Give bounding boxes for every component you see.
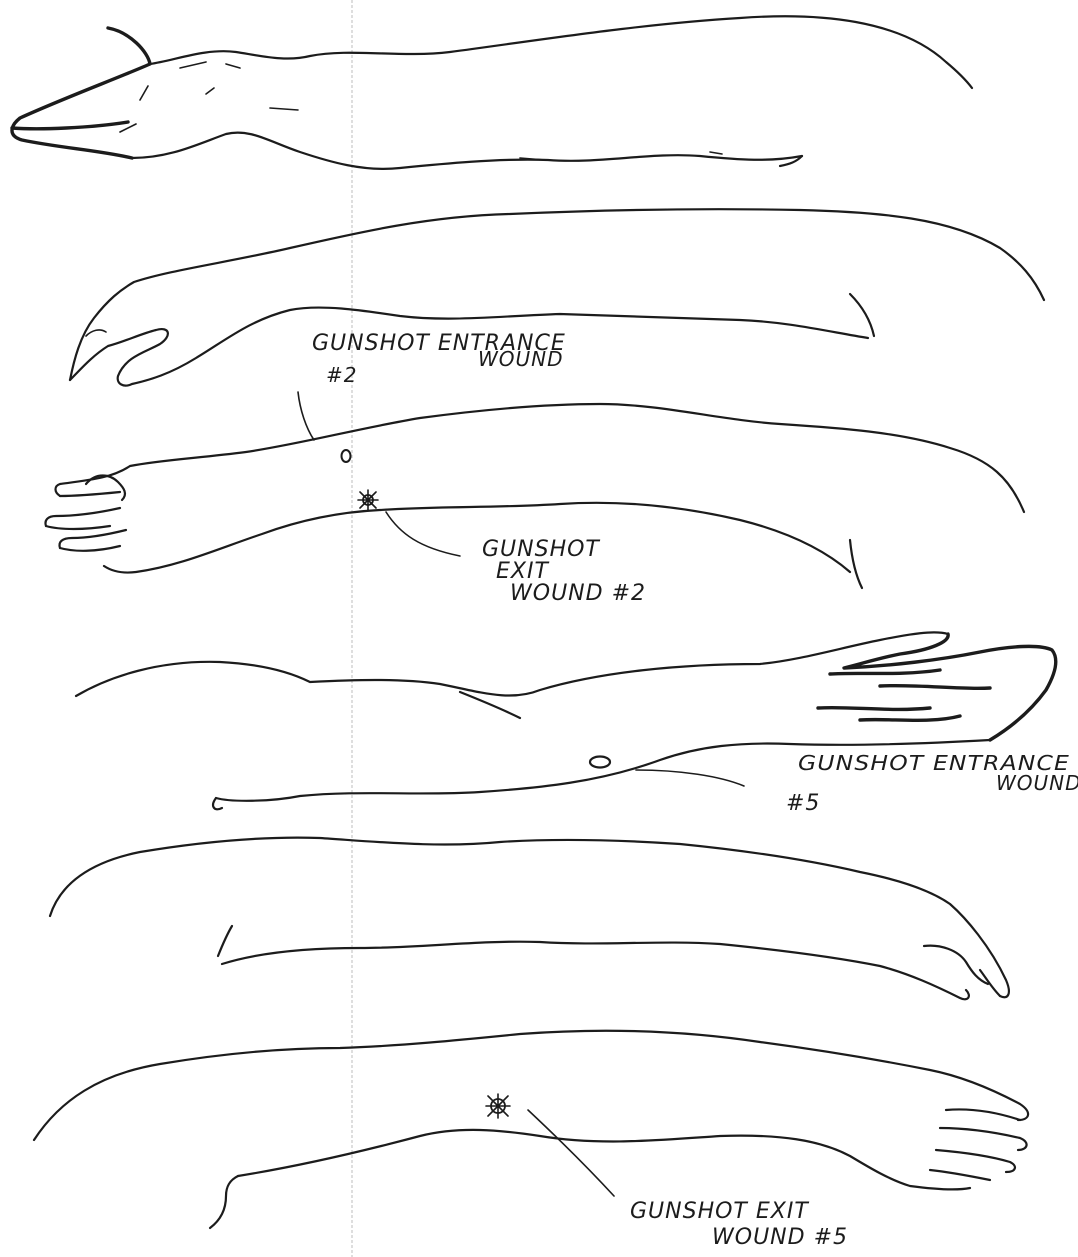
label-exit-5-line2: WOUND #5 — [712, 1225, 848, 1250]
label-exit-wound-2: GUNSHOT EXIT WOUND #2 — [482, 537, 646, 606]
label-exit-2-line3: WOUND #2 — [510, 581, 646, 606]
label-entrance-wound-5: GUNSHOT ENTRANCE WOUND #5 — [786, 751, 1078, 816]
label-entrance-5-line2: WOUND — [996, 771, 1078, 795]
arm-view-1 — [12, 16, 972, 169]
label-entrance-2-line3: #2 — [326, 363, 357, 387]
label-entrance-2-line2: WOUND — [478, 347, 564, 371]
label-exit-wound-5: GUNSHOT EXIT WOUND #5 — [630, 1199, 848, 1250]
label-entrance-wound-2: GUNSHOT ENTRANCE WOUND #2 — [312, 331, 566, 387]
exit-wound-2-mark — [358, 490, 378, 510]
exit-wound-5-mark — [486, 1094, 510, 1118]
label-entrance-5-line3: #5 — [786, 791, 820, 816]
label-exit-5-line1: GUNSHOT EXIT — [630, 1199, 809, 1224]
arm-view-4 — [76, 632, 1056, 809]
entrance-wound-5-mark — [590, 757, 610, 768]
entrance-wound-2-mark — [342, 450, 351, 462]
arm-view-5 — [50, 838, 1009, 1000]
arm-view-6 — [34, 1031, 1028, 1228]
